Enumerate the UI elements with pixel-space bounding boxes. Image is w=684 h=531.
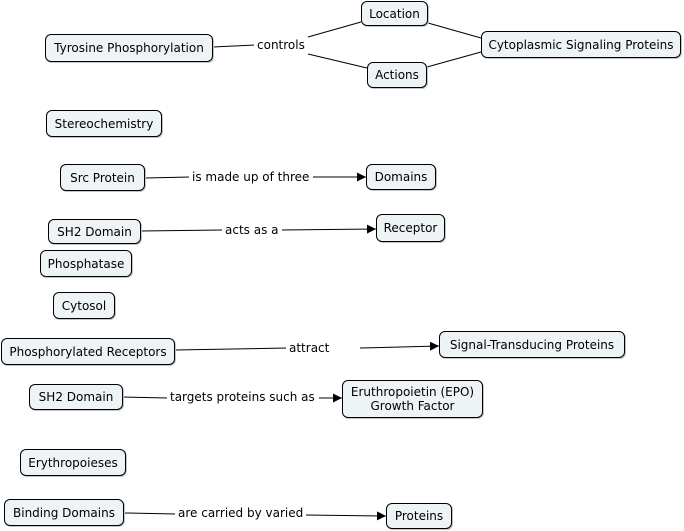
node-label-line2: Growth Factor <box>370 399 455 413</box>
line-binding-label <box>123 512 177 515</box>
node-label: Actions <box>375 68 419 82</box>
node-tyrosine-phosphorylation[interactable]: Tyrosine Phosphorylation <box>45 34 213 62</box>
node-sh2-domain-2[interactable]: SH2 Domain <box>29 384 123 410</box>
node-label: Phosphatase <box>47 256 125 271</box>
link-label-controls: controls <box>254 38 308 52</box>
node-actions[interactable]: Actions <box>367 62 427 88</box>
node-stereochemistry[interactable]: Stereochemistry <box>46 110 162 137</box>
node-label: Tyrosine Phosphorylation <box>54 41 204 55</box>
node-label: Domains <box>374 170 428 184</box>
node-sh2-domain[interactable]: SH2 Domain <box>48 219 141 244</box>
node-label: Signal-Transducing Proteins <box>449 337 615 352</box>
node-src-protein[interactable]: Src Protein <box>60 164 145 191</box>
link-label-targets: targets proteins such as <box>167 390 318 404</box>
link-label-carried-by: are carried by varied <box>175 506 307 520</box>
node-proteins[interactable]: Proteins <box>386 503 452 529</box>
line-sh2b-label <box>122 396 169 399</box>
link-label-made-up-of: is made up of three <box>189 170 313 184</box>
line-actions-cytoplasmic <box>426 51 482 68</box>
line-src-label <box>144 176 191 179</box>
node-label: Erythropoieses <box>28 455 118 470</box>
node-cytoplasmic-signaling-proteins[interactable]: Cytoplasmic Signaling Proteins <box>481 31 681 58</box>
line-sh2-label <box>140 229 223 232</box>
arrow-sh2-receptor <box>280 224 377 234</box>
node-label: Cytosol <box>61 298 107 313</box>
node-label: Binding Domains <box>13 505 115 520</box>
node-label: Stereochemistry <box>54 116 154 131</box>
node-receptor[interactable]: Receptor <box>376 214 445 242</box>
node-phosphorylated-receptors[interactable]: Phosphorylated Receptors <box>1 338 175 365</box>
node-label: Receptor <box>383 221 438 235</box>
node-cytosol[interactable]: Cytosol <box>53 292 115 319</box>
node-erythropoieses[interactable]: Erythropoieses <box>20 449 126 476</box>
node-signal-transducing-proteins[interactable]: Signal-Transducing Proteins <box>439 331 625 358</box>
node-label: SH2 Domain <box>38 390 114 404</box>
line-controls-location <box>307 21 362 38</box>
node-phosphatase[interactable]: Phosphatase <box>40 250 132 277</box>
line-phospho-label <box>174 347 288 351</box>
node-label: SH2 Domain <box>57 224 132 239</box>
node-binding-domains[interactable]: Binding Domains <box>4 499 124 526</box>
node-domains[interactable]: Domains <box>366 164 436 190</box>
node-label: Location <box>369 6 420 21</box>
node-label: Phosphorylated Receptors <box>9 344 167 359</box>
node-label: Cytoplasmic Signaling Proteins <box>488 37 674 52</box>
arrow-phospho-signal <box>359 341 440 351</box>
line-controls-actions <box>307 53 368 69</box>
node-label-line1: Eruthropoietin (EPO) <box>350 385 475 399</box>
link-label-acts-as: acts as a <box>222 223 282 237</box>
line-location-cytoplasmic <box>427 22 482 39</box>
node-label: Proteins <box>394 509 444 523</box>
node-label: Src Protein <box>70 170 135 185</box>
node-epo-growth-factor[interactable]: Eruthropoietin (EPO) Growth Factor <box>342 380 483 418</box>
arrow-binding-proteins <box>305 511 387 521</box>
line-tyrosine-controls <box>212 44 257 48</box>
link-label-attract: attract <box>286 341 333 355</box>
node-location[interactable]: Location <box>361 1 428 26</box>
